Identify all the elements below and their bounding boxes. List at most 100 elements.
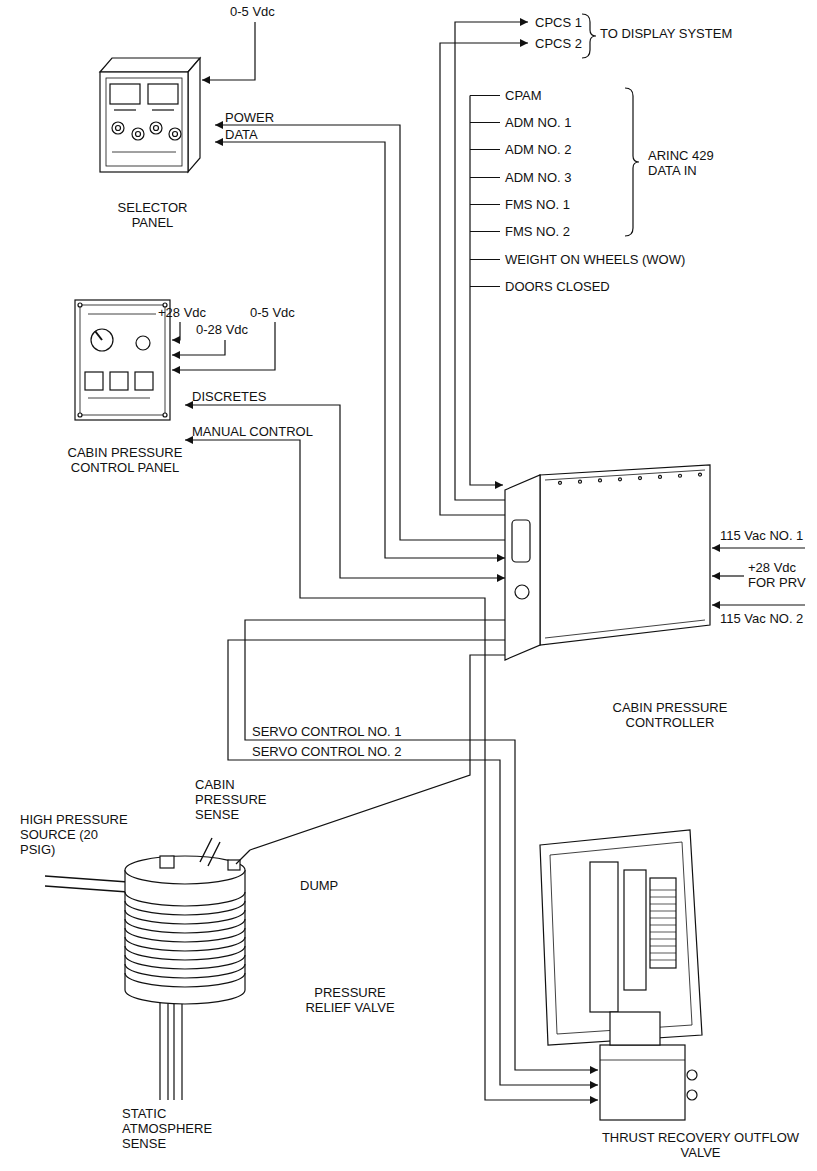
selector-panel-drawing bbox=[112, 122, 124, 134]
selector-panel-drawing bbox=[152, 109, 174, 110]
controller-drawing bbox=[545, 470, 705, 480]
outflow-valve-drawing bbox=[650, 918, 676, 919]
signal-label: ADM NO. 3 bbox=[505, 170, 571, 185]
signal-wire bbox=[712, 604, 805, 605]
signal-label: ARINC 429 DATA IN bbox=[648, 148, 738, 178]
signal-line bbox=[245, 620, 598, 1070]
component-caption: CABIN PRESSURE CONTROL PANEL bbox=[67, 445, 183, 475]
relief-valve-drawing bbox=[160, 856, 174, 868]
outflow-valve-drawing bbox=[687, 1070, 697, 1080]
component-caption: SELECTOR PANEL bbox=[95, 200, 210, 230]
signal-label: CPAM bbox=[505, 88, 542, 103]
outflow-valve-drawing bbox=[650, 890, 676, 891]
control-panel-drawing bbox=[88, 314, 156, 315]
outflow-valve-drawing bbox=[550, 842, 692, 1034]
control-panel-drawing bbox=[135, 372, 153, 390]
outflow-valve-drawing bbox=[650, 897, 676, 898]
controller-drawing bbox=[619, 478, 622, 481]
signal-line bbox=[250, 655, 505, 850]
controller-drawing bbox=[679, 474, 682, 477]
selector-panel-drawing bbox=[114, 109, 136, 110]
outflow-valve-drawing bbox=[650, 878, 676, 968]
signal-label: 0-5 Vdc bbox=[250, 305, 295, 320]
controller-drawing bbox=[505, 475, 540, 660]
bracket bbox=[625, 88, 639, 236]
signal-label: 115 Vac NO. 2 bbox=[720, 611, 803, 626]
relief-valve-drawing bbox=[125, 928, 245, 942]
selector-panel-drawing bbox=[116, 126, 121, 131]
signal-wire bbox=[172, 322, 275, 370]
control-panel-drawing bbox=[78, 413, 82, 417]
selector-panel-drawing bbox=[106, 78, 182, 166]
outflow-valve-drawing bbox=[650, 932, 676, 933]
line-label: MANUAL CONTROL bbox=[192, 424, 313, 439]
signal-wire bbox=[455, 22, 528, 500]
outflow-valve-drawing bbox=[540, 830, 702, 1045]
signal-label: STATIC ATMOSPHERE SENSE bbox=[122, 1106, 222, 1151]
relief-valve-drawing bbox=[125, 964, 245, 978]
signal-label: +28 Vdc bbox=[158, 305, 206, 320]
component-caption: CABIN PRESSURE CONTROLLER bbox=[600, 700, 740, 730]
selector-panel-drawing bbox=[148, 84, 178, 104]
control-panel-drawing bbox=[136, 336, 150, 350]
relief-valve-drawing bbox=[125, 955, 245, 969]
outflow-valve-drawing bbox=[650, 911, 676, 912]
signal-label: CPCS 2 bbox=[535, 36, 582, 51]
outflow-valve-drawing bbox=[650, 890, 676, 960]
signal-label: 0-28 Vdc bbox=[196, 322, 248, 337]
controller-drawing bbox=[699, 473, 702, 476]
bracket bbox=[582, 14, 639, 236]
relief-valve-drawing bbox=[125, 946, 245, 960]
controller-drawing bbox=[545, 620, 705, 638]
controller-drawing bbox=[659, 475, 662, 478]
signal-label: FMS NO. 1 bbox=[505, 197, 570, 212]
relief-valve-drawing bbox=[125, 892, 245, 906]
relief-valve-drawing bbox=[125, 856, 245, 884]
outflow-valve-drawing bbox=[650, 904, 676, 905]
relief-valve-drawing bbox=[125, 910, 245, 924]
signal-wire bbox=[172, 22, 805, 864]
controller-drawing bbox=[579, 480, 582, 483]
component-caption: PRESSURE RELIEF VALVE bbox=[290, 985, 410, 1015]
control-panel-drawing bbox=[80, 305, 165, 415]
relief-valve-drawing bbox=[45, 876, 128, 892]
outflow-valve-drawing bbox=[650, 960, 676, 961]
signal-label: HIGH PRESSURE SOURCE (20 PSIG) bbox=[20, 812, 135, 857]
bracket bbox=[582, 14, 596, 58]
outflow-valve-drawing bbox=[590, 862, 618, 1012]
control-panel-drawing bbox=[91, 329, 113, 351]
signal-line bbox=[228, 640, 598, 1085]
relief-valve-drawing bbox=[125, 901, 245, 915]
signal-wire bbox=[470, 96, 503, 486]
line-label: SERVO CONTROL NO. 2 bbox=[252, 744, 402, 759]
controller-drawing bbox=[505, 465, 710, 660]
selector-panel-drawing bbox=[150, 122, 162, 134]
controller-drawing bbox=[559, 481, 562, 484]
component-caption: THRUST RECOVERY OUTFLOW VALVE bbox=[598, 1130, 803, 1160]
selector-panel-drawing bbox=[173, 132, 178, 137]
controller-drawing bbox=[599, 479, 602, 482]
relief-valve-drawing bbox=[45, 838, 245, 1100]
signal-label: CABIN PRESSURE SENSE bbox=[195, 777, 275, 822]
relief-valve-drawing bbox=[125, 973, 245, 987]
signal-line bbox=[185, 440, 598, 1100]
component: SELECTOR PANEL bbox=[90, 50, 215, 232]
controller-drawing bbox=[559, 473, 702, 484]
line-label: DATA bbox=[225, 127, 258, 142]
controller-drawing bbox=[515, 585, 529, 599]
line-label: SERVO CONTROL NO. 1 bbox=[252, 724, 402, 739]
signal-wire bbox=[172, 340, 225, 355]
outflow-valve-drawing bbox=[650, 925, 676, 926]
signal-label: ADM NO. 2 bbox=[505, 142, 571, 157]
signal-label: TO DISPLAY SYSTEM bbox=[600, 26, 732, 41]
signal-label: 115 Vac NO. 1 bbox=[720, 528, 803, 543]
outflow-valve-drawing bbox=[600, 1045, 685, 1120]
outflow-valve-drawing bbox=[650, 946, 676, 947]
signal-label: +28 Vdc FOR PRV bbox=[748, 560, 813, 590]
signal-line bbox=[215, 142, 505, 558]
control-panel-drawing bbox=[75, 300, 170, 420]
signal-line bbox=[185, 405, 505, 578]
relief-valve-drawing bbox=[160, 990, 182, 1100]
